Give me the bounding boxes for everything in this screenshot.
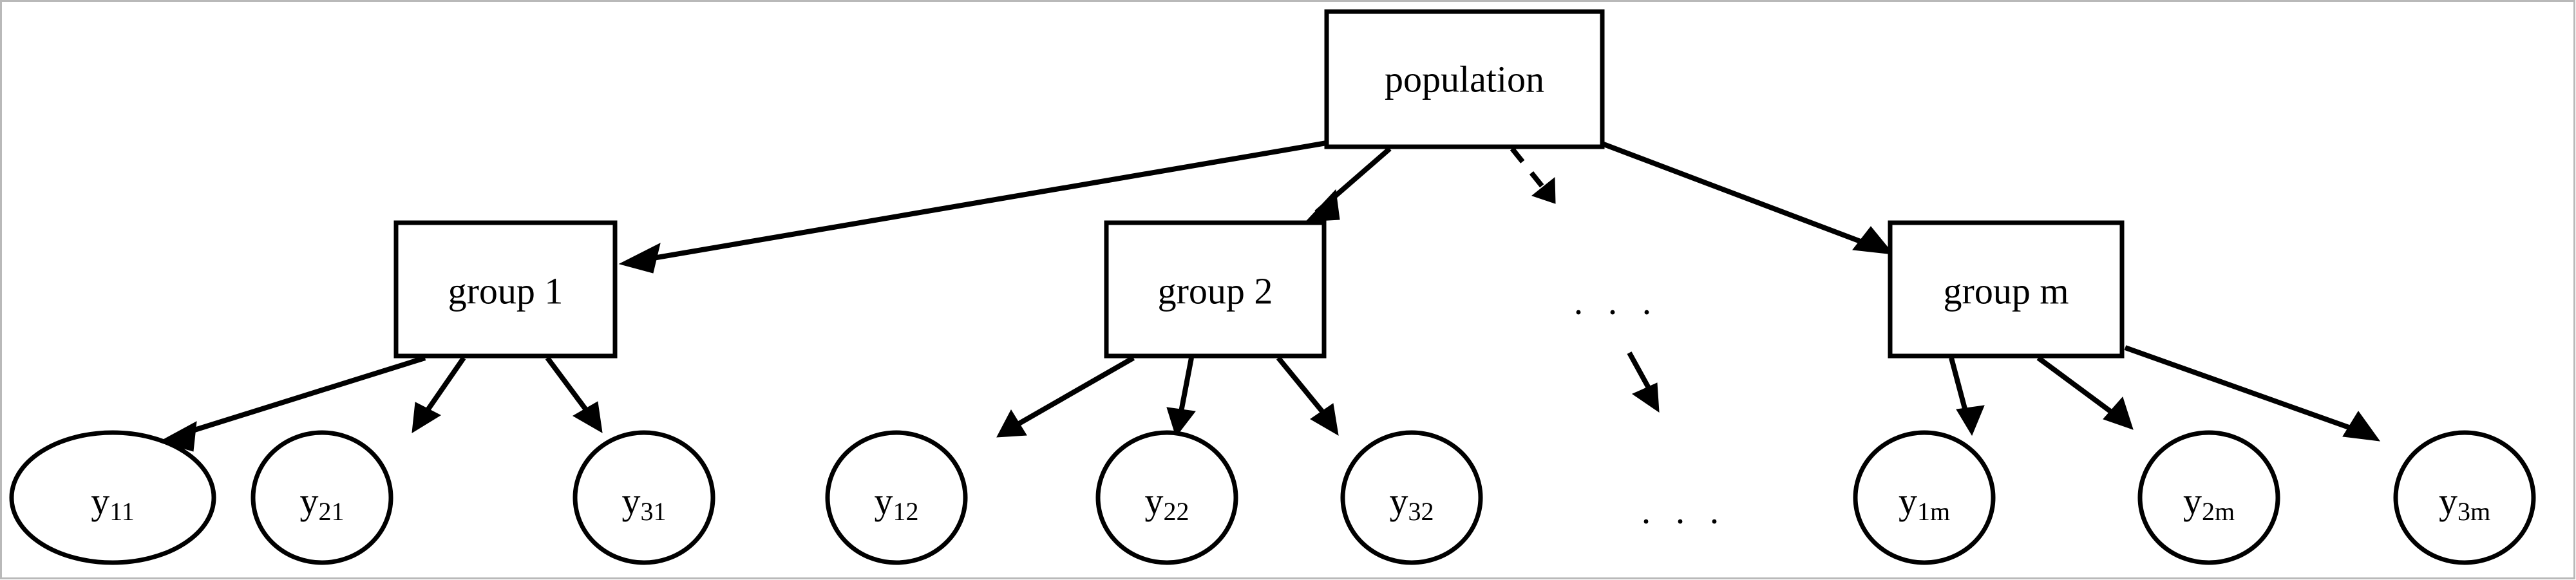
y2m-label: y2m <box>2183 480 2235 526</box>
leaf-ellipsis-label: . . . <box>1642 490 1727 532</box>
y32-base: y <box>1390 480 1408 522</box>
node-y22[interactable]: y22 <box>1095 430 1238 565</box>
y21-base: y <box>300 480 319 522</box>
node-groupm[interactable]: group m <box>1888 220 2125 359</box>
y21-label: y21 <box>300 480 345 526</box>
y31-ellipse[interactable] <box>573 430 715 565</box>
y3m-sub: 3m <box>2458 497 2490 526</box>
y1m-label: y1m <box>1899 480 1950 526</box>
y21-sub: 21 <box>319 497 345 526</box>
population-box[interactable] <box>1324 9 1605 149</box>
edge-group1-to-y31 <box>545 356 603 433</box>
y22-sub: 22 <box>1164 497 1189 526</box>
y21-ellipse[interactable] <box>251 430 393 565</box>
y1m-ellipse[interactable] <box>1853 430 1996 565</box>
group1-label: group 1 <box>448 270 564 312</box>
y22-base: y <box>1145 480 1164 522</box>
y3m-label: y3m <box>2439 480 2490 526</box>
y11-label: y11 <box>91 480 135 526</box>
y22-label: y22 <box>1145 480 1189 526</box>
edge-population-to-groupm <box>1602 142 1895 255</box>
node-y11[interactable]: y11 <box>9 430 216 565</box>
group2-box[interactable] <box>1104 220 1327 359</box>
edge-groupm-to-y3m <box>2124 345 2381 442</box>
y1m-sub: 1m <box>1917 497 1950 526</box>
y31-base: y <box>622 480 641 522</box>
edge-group1-to-y21 <box>412 356 466 433</box>
edge-group-ellipsis-to-leaf-ellipsis <box>1627 351 1660 413</box>
y11-sub: 11 <box>109 497 135 526</box>
group1-box[interactable] <box>393 220 618 359</box>
y2m-base: y <box>2183 480 2202 522</box>
node-y31[interactable]: y31 <box>573 430 715 565</box>
group-ellipsis-label: . . . <box>1574 281 1660 323</box>
edge-population-to-group1 <box>618 140 1327 274</box>
edge-group2-to-y12 <box>996 355 1135 438</box>
edge-groupm-to-y2m <box>2036 355 2134 430</box>
y11-base: y <box>91 480 109 522</box>
edge-groupm-to-y1m <box>1949 357 1985 436</box>
y22-ellipse[interactable] <box>1095 430 1238 565</box>
y32-label: y32 <box>1390 480 1434 526</box>
edge-population-to-group-ellipsis <box>1510 147 1556 204</box>
edge-population-to-group2 <box>1305 146 1392 222</box>
node-group1[interactable]: group 1 <box>393 220 618 359</box>
node-y32[interactable]: y32 <box>1340 430 1483 565</box>
y31-label: y31 <box>622 480 667 526</box>
y11-ellipse[interactable] <box>9 430 216 565</box>
node-y12[interactable]: y12 <box>825 430 968 565</box>
y12-base: y <box>875 480 893 522</box>
node-y2m[interactable]: y2m <box>2137 430 2280 565</box>
y31-sub: 31 <box>641 497 667 526</box>
y32-ellipse[interactable] <box>1340 430 1483 565</box>
node-y1m[interactable]: y1m <box>1853 430 1996 565</box>
population-label: population <box>1385 59 1544 100</box>
y3m-base: y <box>2439 480 2458 522</box>
node-y21[interactable]: y21 <box>251 430 393 565</box>
y1m-base: y <box>1899 480 1917 522</box>
y12-label: y12 <box>875 480 919 526</box>
groupm-label: group m <box>1944 270 2069 312</box>
y3m-ellipse[interactable] <box>2393 430 2536 565</box>
node-y3m[interactable]: y3m <box>2393 430 2536 565</box>
node-group2[interactable]: group 2 <box>1104 220 1327 359</box>
node-population[interactable]: population <box>1324 9 1605 149</box>
y12-sub: 12 <box>893 497 919 526</box>
y12-ellipse[interactable] <box>825 430 968 565</box>
edge-group2-to-y22 <box>1166 357 1196 438</box>
y2m-ellipse[interactable] <box>2137 430 2280 565</box>
group2-label: group 2 <box>1158 270 1273 312</box>
y32-sub: 32 <box>1408 497 1434 526</box>
edge-group2-to-y32 <box>1276 356 1339 436</box>
y2m-sub: 2m <box>2202 497 2235 526</box>
groupm-box[interactable] <box>1888 220 2125 359</box>
